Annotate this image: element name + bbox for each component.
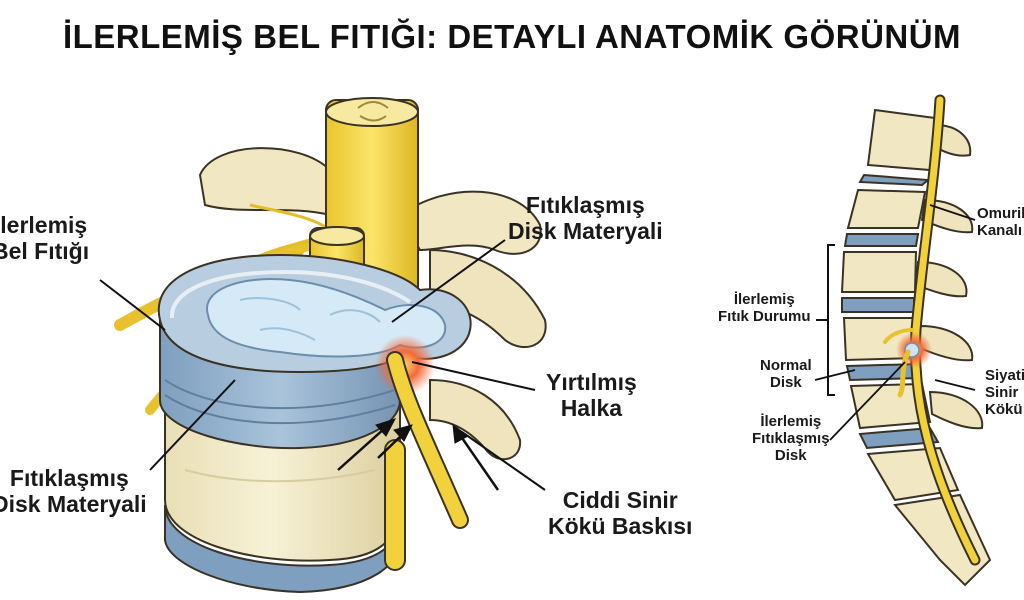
label-advanced-herniation: İlerlemiş Bel Fıtığı [0, 212, 90, 264]
label-sciatic-nerve: Siyatik Sinir Kökü [985, 367, 1024, 418]
label-torn-ring: Yırtılmış Halka [546, 369, 637, 421]
label-herniated-material-top: Fıtıklaşmış Disk Materyali [508, 192, 663, 244]
transverse-process-right [398, 190, 542, 255]
label-nerve-compression: Ciddi Sinir Kökü Baskısı [548, 487, 693, 539]
transverse-process-left [198, 147, 331, 217]
side-spine-view [814, 94, 992, 587]
main-leader-lines [99, 239, 546, 491]
side-vertebrae [840, 108, 992, 587]
label-herniated-material-bottom: Fıtıklaşmış Disk Materyali [0, 465, 147, 517]
side-leader-lines [814, 204, 976, 441]
label-spinal-canal: Omurilik Kanalı [977, 205, 1024, 239]
label-normal-disk: Normal Disk [760, 357, 812, 391]
bracket [816, 244, 835, 396]
label-advanced-herniated-disk: İlerlemiş Fıtıklaşmış Disk [752, 413, 830, 464]
lower-process [429, 378, 522, 461]
side-nerve-branch [897, 349, 911, 398]
label-advanced-state: İlerlemiş Fıtık Durumu [718, 291, 811, 325]
page-title: İLERLEMİŞ BEL FITIĞI: DETAYLI ANATOMİK G… [62, 18, 962, 55]
pressure-arrows [337, 418, 500, 491]
main-vertebra-view [99, 97, 547, 594]
